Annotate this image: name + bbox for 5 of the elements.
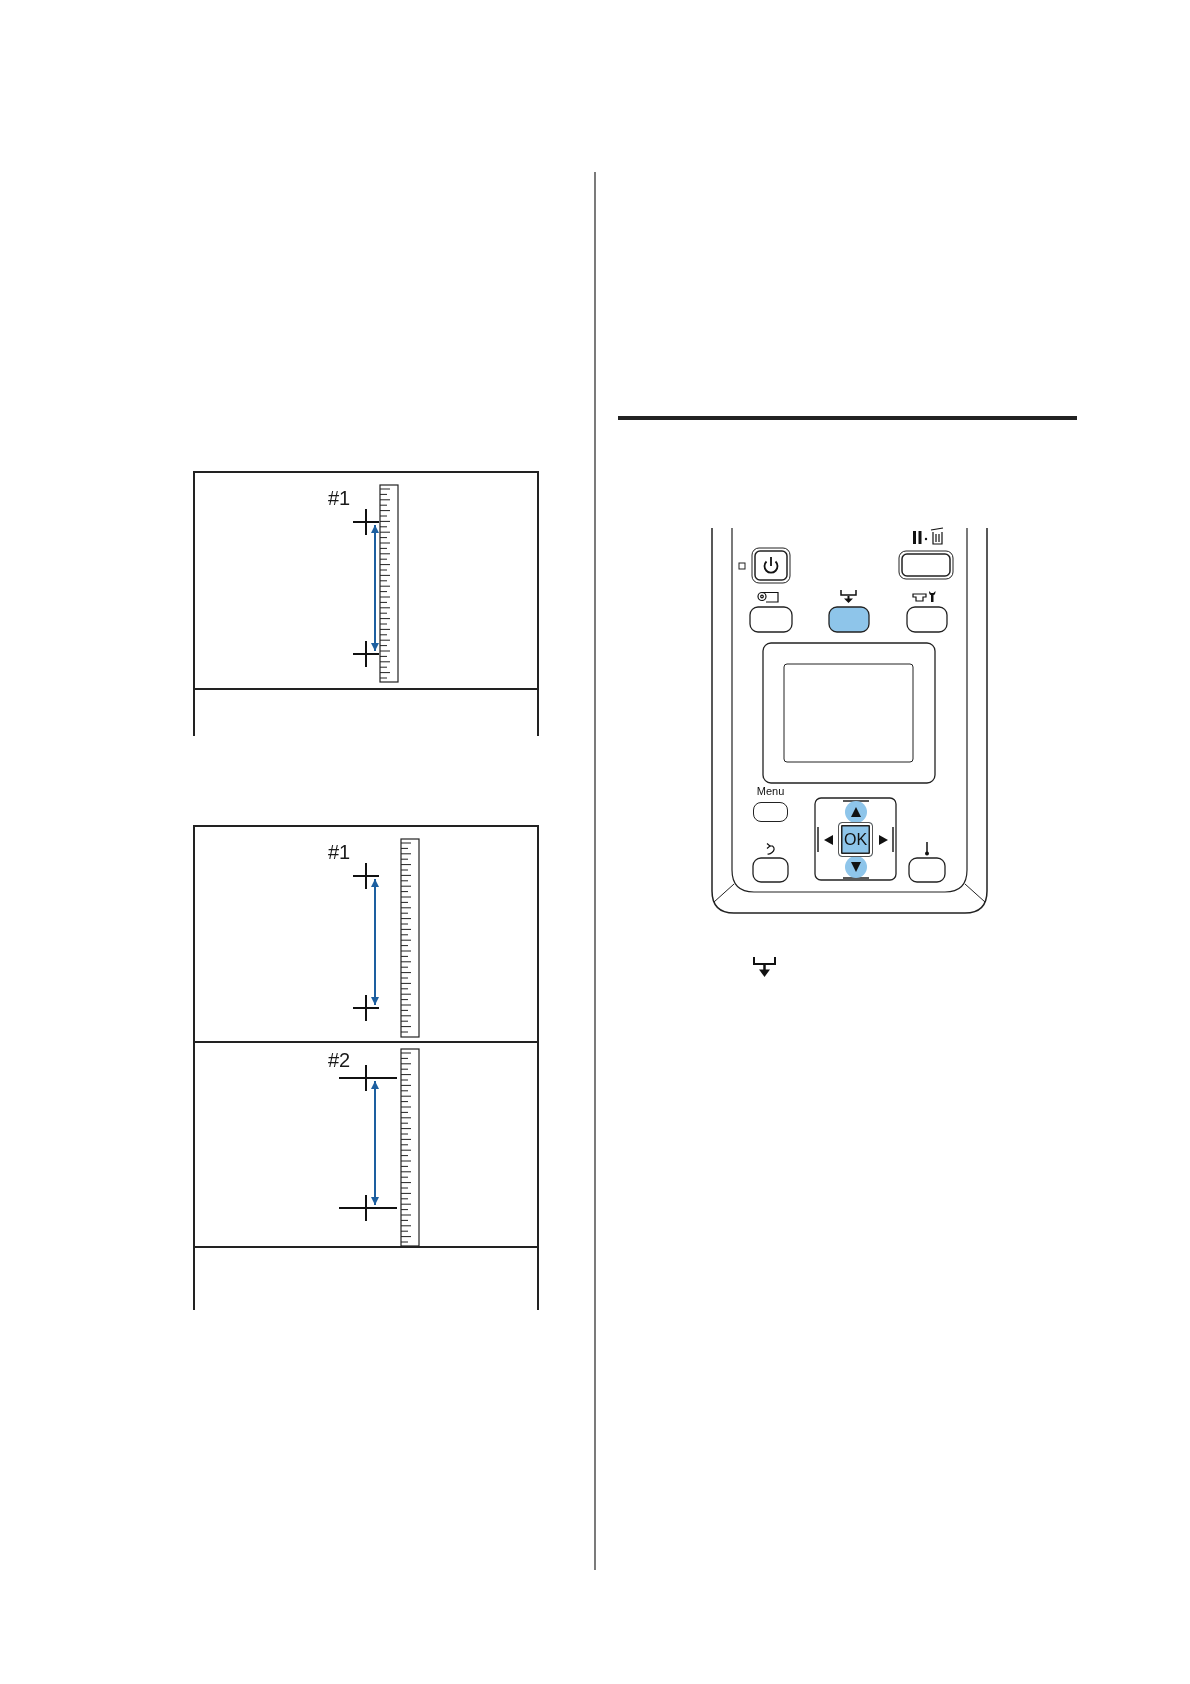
ok-button: OK [838,822,873,857]
mark-label: #1 [328,842,351,862]
mark-label: #2 [328,1050,351,1070]
button-label: Menu [755,785,786,797]
mark-label: #1 [328,488,351,508]
